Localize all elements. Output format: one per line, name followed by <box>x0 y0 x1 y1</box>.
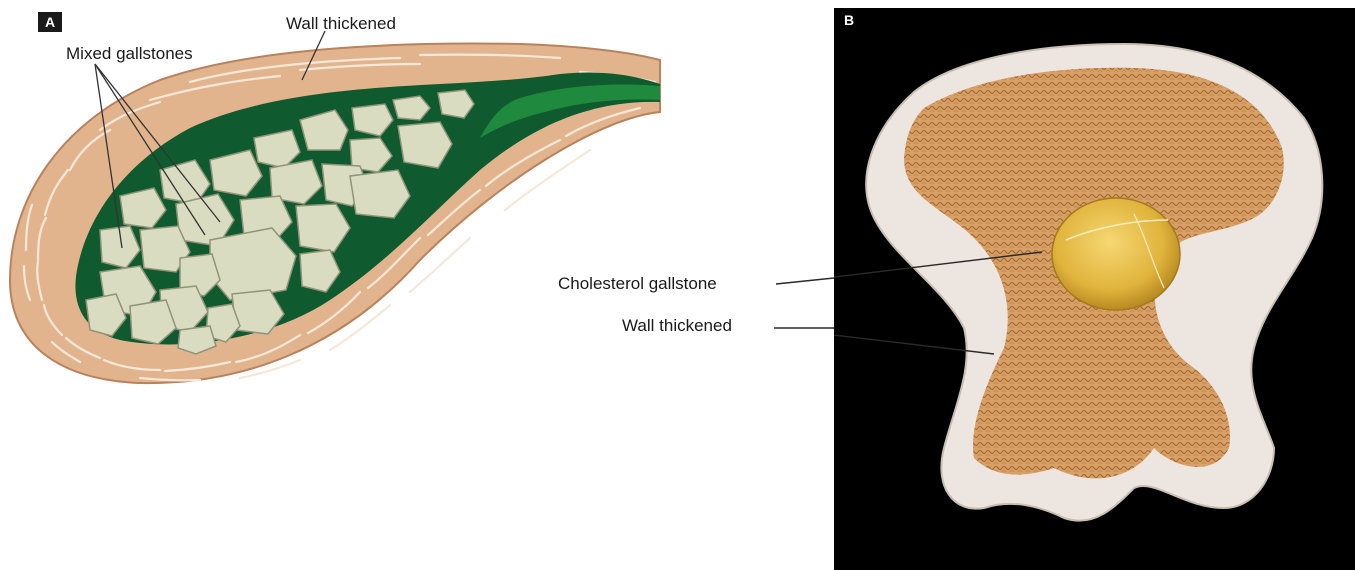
mixed-gallstones-label: Mixed gallstones <box>66 44 193 64</box>
panel-b: B <box>834 8 1355 570</box>
cholesterol-stone <box>1052 198 1180 310</box>
wall-thickened-label-a: Wall thickened <box>286 14 396 34</box>
gallbladder-specimen-photo <box>834 8 1355 570</box>
panel-b-tag: B <box>844 12 854 28</box>
cholesterol-gallstone-label: Cholesterol gallstone <box>558 274 717 294</box>
panel-a-tag: A <box>38 12 62 32</box>
wall-thickened-label-b: Wall thickened <box>622 316 732 336</box>
